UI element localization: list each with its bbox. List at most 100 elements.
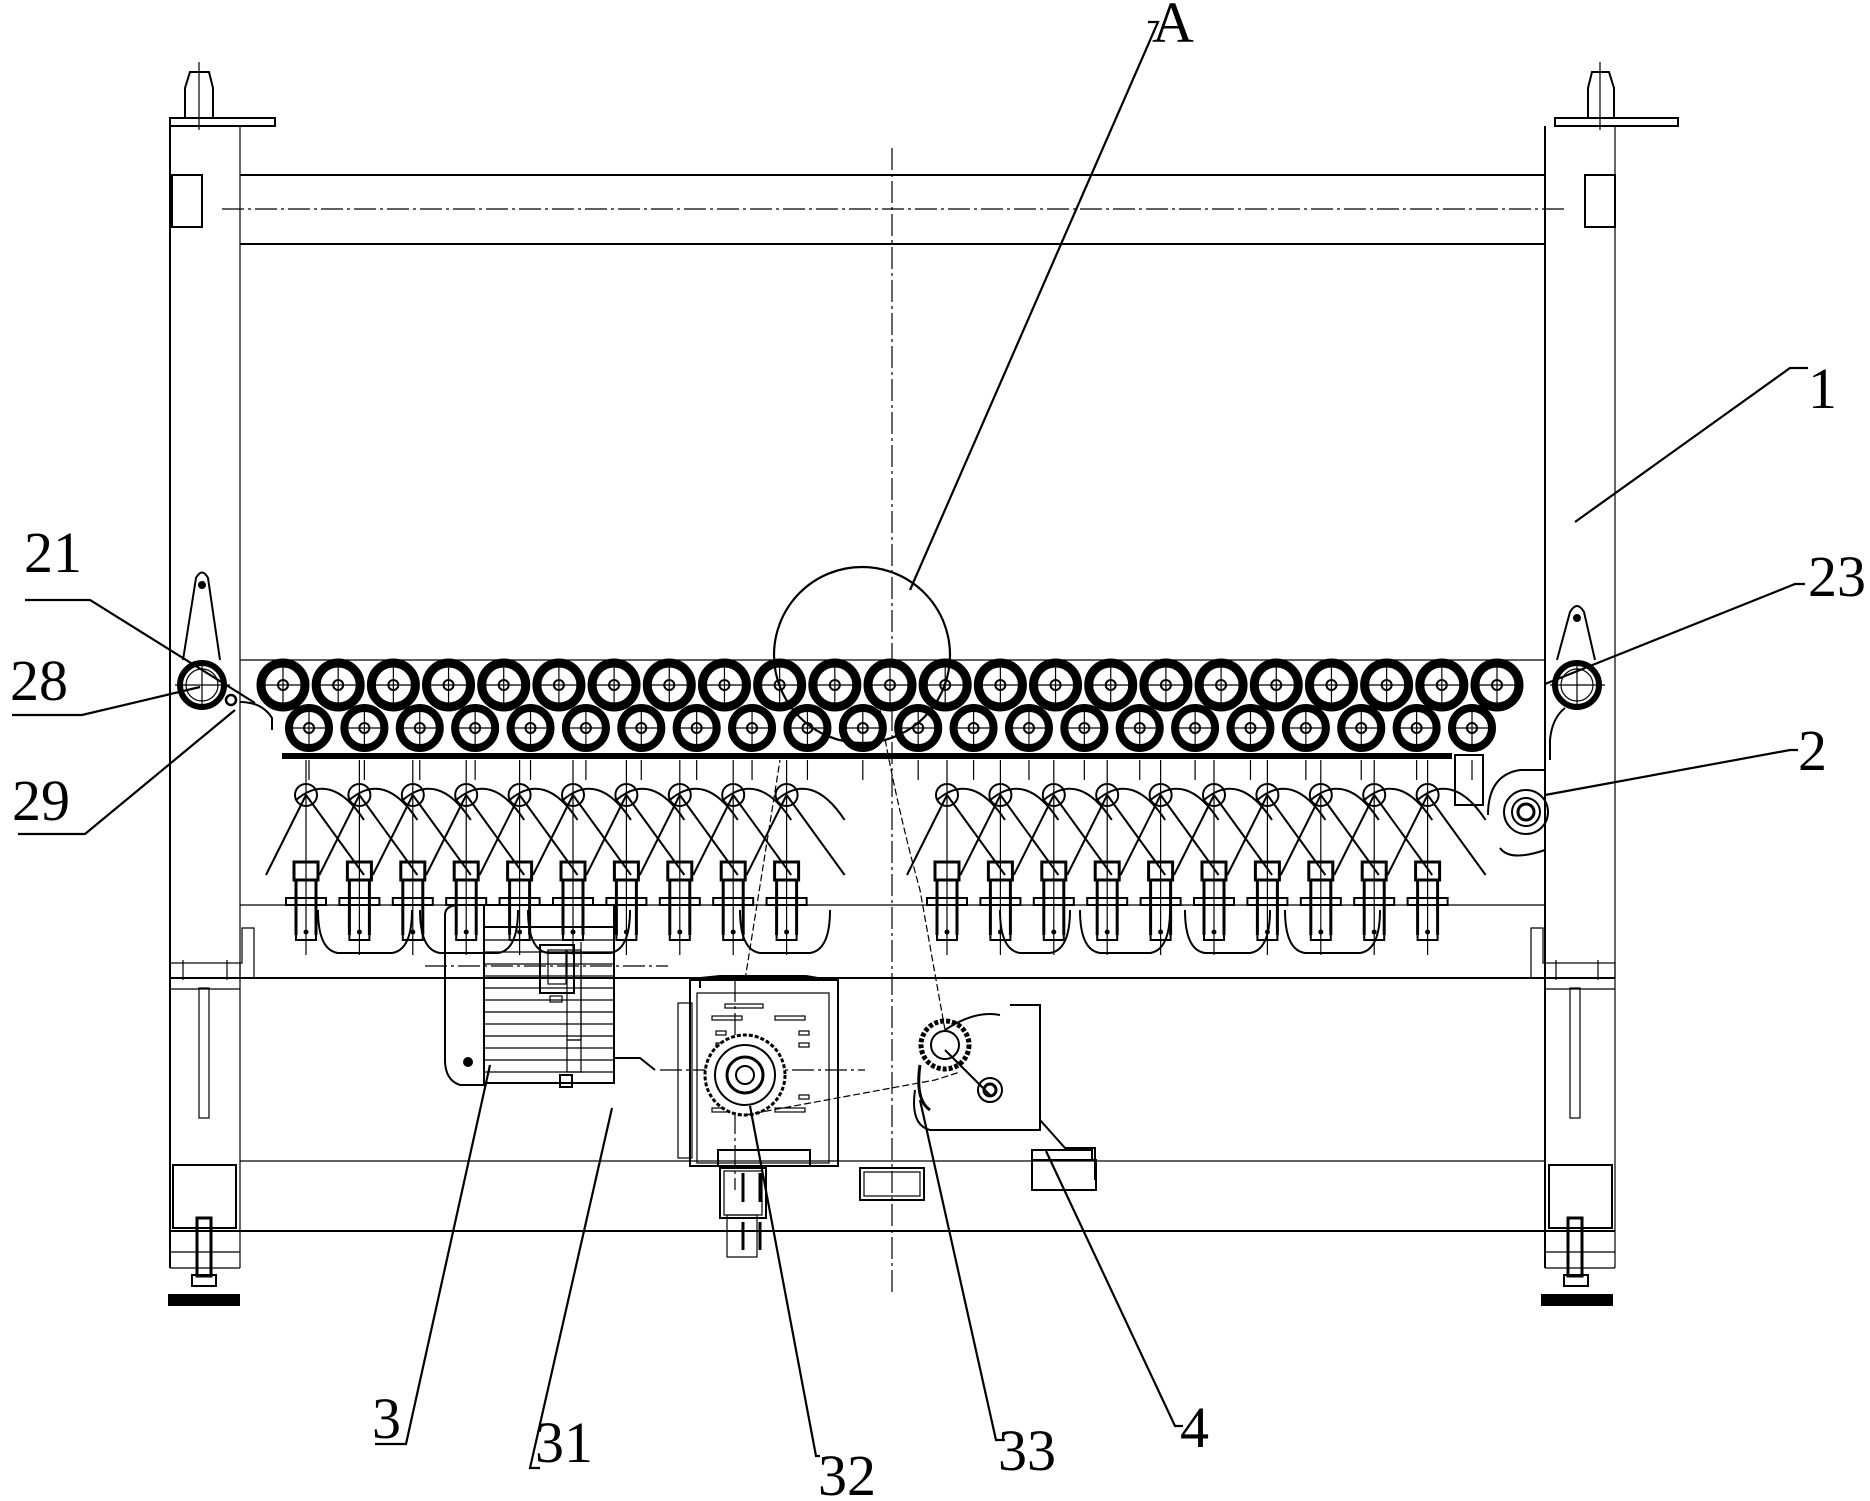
linkage-unit — [371, 760, 472, 955]
upper-roller — [366, 658, 420, 712]
linkage-unit — [1333, 760, 1434, 955]
upper-roller — [422, 658, 476, 712]
slot-right — [1569, 987, 1581, 1119]
upper-roller — [1415, 658, 1469, 712]
base-box-left — [172, 1164, 237, 1229]
label-31: 31 — [535, 1410, 593, 1475]
lower-roller — [672, 704, 721, 780]
base-loop — [1284, 909, 1381, 954]
upper-roller — [1139, 658, 1193, 712]
label-21: 21 — [24, 520, 82, 585]
upper-roller — [808, 658, 862, 712]
linkage-unit — [478, 760, 579, 955]
base-loop-array — [317, 909, 1381, 954]
label-32: 32 — [818, 1443, 876, 1501]
upper-roller-row — [256, 658, 1524, 712]
upper-roller — [642, 658, 696, 712]
label-3: 3 — [372, 1386, 401, 1451]
upper-roller — [311, 658, 365, 712]
frame — [169, 62, 1679, 1269]
upper-roller — [1084, 658, 1138, 712]
lower-roller — [285, 704, 333, 780]
linkage-array — [265, 760, 1487, 955]
base-loop — [527, 909, 631, 954]
upper-roller — [753, 658, 807, 712]
label-29: 29 — [12, 768, 70, 833]
idler-pin-29 — [224, 693, 238, 707]
lower-roller — [1226, 704, 1275, 780]
label-28: 28 — [10, 648, 68, 713]
upper-roller — [256, 658, 310, 712]
lower-roller — [561, 704, 610, 780]
lower-roller — [894, 704, 943, 780]
label-23: 23 — [1808, 544, 1866, 609]
top-plate-left — [169, 117, 276, 127]
upper-roller — [1360, 658, 1414, 712]
coupling-shaft — [559, 942, 582, 1088]
upper-roller — [532, 658, 586, 712]
linkage-unit — [745, 760, 846, 955]
bearing-housing-right — [1454, 754, 1549, 857]
lower-roller — [949, 704, 998, 780]
base-loop — [1184, 909, 1271, 954]
leveling-foot-right — [1541, 1216, 1613, 1306]
slot-left — [198, 987, 210, 1119]
lower-roller — [728, 704, 777, 780]
linkage-unit — [425, 760, 526, 955]
lower-roller — [1337, 704, 1386, 780]
lower-roller — [1115, 704, 1164, 780]
lower-roller — [340, 704, 389, 780]
upper-roller — [697, 658, 751, 712]
upper-roller — [1249, 658, 1303, 712]
label-1: 1 — [1808, 356, 1837, 421]
upper-roller — [1029, 658, 1083, 712]
gearbox-mount — [719, 1167, 767, 1258]
post-window-left — [171, 174, 203, 228]
base-loop — [999, 909, 1071, 954]
base-loop — [739, 909, 831, 954]
lower-roller — [395, 704, 444, 780]
leader-lines — [12, 20, 1808, 1470]
lower-roller — [838, 704, 887, 780]
drive-sprocket — [703, 1033, 787, 1117]
lower-roller-row — [285, 704, 1496, 780]
linkage-unit — [692, 760, 793, 955]
lower-roller — [506, 704, 555, 780]
label-33: 33 — [998, 1418, 1056, 1483]
lower-roller — [1392, 704, 1441, 780]
linkage-unit — [265, 760, 365, 955]
upper-roller — [587, 658, 641, 712]
upper-roller — [1304, 658, 1358, 712]
center-foot-block — [859, 1167, 925, 1201]
linkage-unit — [1173, 760, 1273, 955]
lower-roller — [617, 704, 666, 780]
leveling-foot-left — [168, 1216, 240, 1306]
roller-base-strip — [282, 753, 1452, 759]
upper-roller — [1470, 658, 1524, 712]
upper-roller — [1194, 658, 1248, 712]
lower-roller — [783, 704, 832, 780]
lower-roller — [1281, 704, 1330, 780]
lower-roller — [1448, 704, 1496, 780]
end-sprocket-left — [175, 571, 238, 710]
upper-roller — [863, 658, 917, 712]
label-2: 2 — [1798, 718, 1827, 783]
upper-roller — [477, 658, 531, 712]
base-loop — [419, 909, 519, 954]
motor — [425, 904, 668, 1086]
upper-roller — [973, 658, 1027, 712]
lifting-lug-right — [1587, 71, 1615, 118]
motor-terminal-box — [539, 944, 575, 994]
base-loop — [1079, 909, 1171, 954]
base-loop — [317, 909, 413, 954]
lower-roller — [1004, 704, 1053, 780]
linkage-unit — [638, 760, 739, 955]
post-window-right — [1584, 174, 1616, 228]
drive-chain — [744, 709, 961, 1116]
lower-roller — [1171, 704, 1220, 780]
label-4: 4 — [1180, 1395, 1209, 1460]
tensioner-bracket — [913, 1004, 1097, 1191]
end-sprocket-right — [1549, 605, 1605, 760]
linkage-unit — [1119, 760, 1220, 955]
